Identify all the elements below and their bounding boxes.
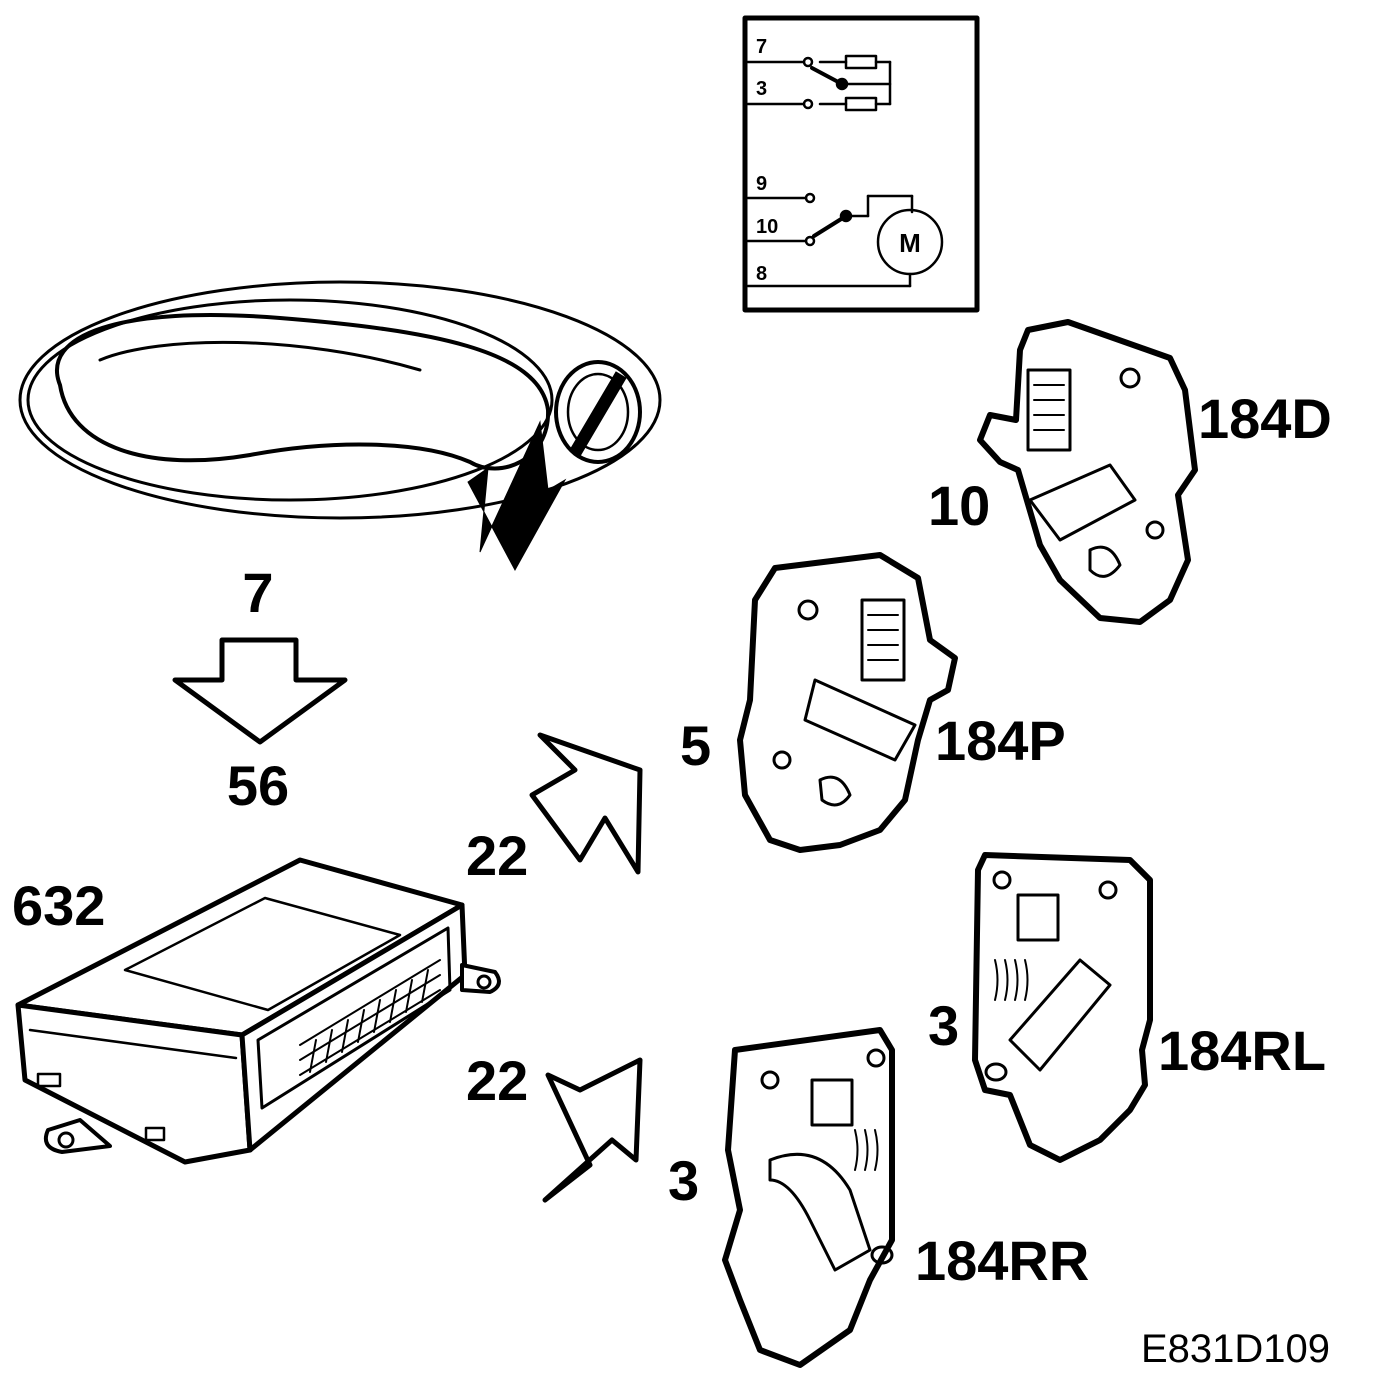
lock-rear-left-label: 184RL xyxy=(1158,1019,1326,1082)
lock-actuator-184d: 184D 10 xyxy=(928,319,1332,625)
motor-symbol: M xyxy=(899,228,921,258)
harness-upper-label: 22 xyxy=(466,824,528,887)
lock-driver-label: 184D xyxy=(1198,387,1332,450)
lock-actuator-184p: 184P 5 xyxy=(680,552,1066,853)
motor-switch-icon xyxy=(746,192,944,288)
control-module-label: 632 xyxy=(12,874,105,937)
lock-actuator-184rl: 184RL 3 xyxy=(928,852,1326,1163)
key-cylinder-icon xyxy=(554,360,642,464)
handle-arrow-bottom-label: 56 xyxy=(227,754,289,817)
door-handle-illustration xyxy=(18,280,662,572)
figure-code: E831D109 xyxy=(1141,1327,1330,1371)
handle-arrow-top-label: 7 xyxy=(242,561,273,624)
lock-rear-left-pin-label: 3 xyxy=(928,994,959,1057)
handle-signal-arrow: 7 56 xyxy=(172,561,348,817)
lock-passenger-label: 184P xyxy=(935,709,1066,772)
harness-arrow-upper: 22 xyxy=(466,732,643,887)
harness-lower-label: 22 xyxy=(466,1049,528,1112)
lock-driver-pin-label: 10 xyxy=(928,474,990,537)
upper-arrow-icon xyxy=(529,732,643,875)
schematic-pin-7: 7 xyxy=(756,36,767,58)
pointer-arrow-icon xyxy=(467,420,567,572)
control-module-632: 632 xyxy=(12,857,501,1165)
wiring-schematic: 7 3 9 10 8 xyxy=(742,15,980,313)
lock-rear-right-label: 184RR xyxy=(915,1229,1089,1292)
lower-arrow-icon xyxy=(542,1057,643,1203)
harness-arrow-lower: 22 xyxy=(466,1049,643,1203)
lock-actuator-184rr: 184RR 3 xyxy=(668,1027,1089,1368)
upper-switch-icon xyxy=(746,54,892,112)
schematic-pin-9: 9 xyxy=(756,173,767,195)
lock-passenger-pin-label: 5 xyxy=(680,714,711,777)
down-arrow-icon xyxy=(172,637,348,745)
lock-rear-right-pin-label: 3 xyxy=(668,1149,699,1212)
schematic-pin-3: 3 xyxy=(756,78,767,100)
schematic-pin-10: 10 xyxy=(756,216,778,238)
schematic-pin-8: 8 xyxy=(756,263,767,285)
